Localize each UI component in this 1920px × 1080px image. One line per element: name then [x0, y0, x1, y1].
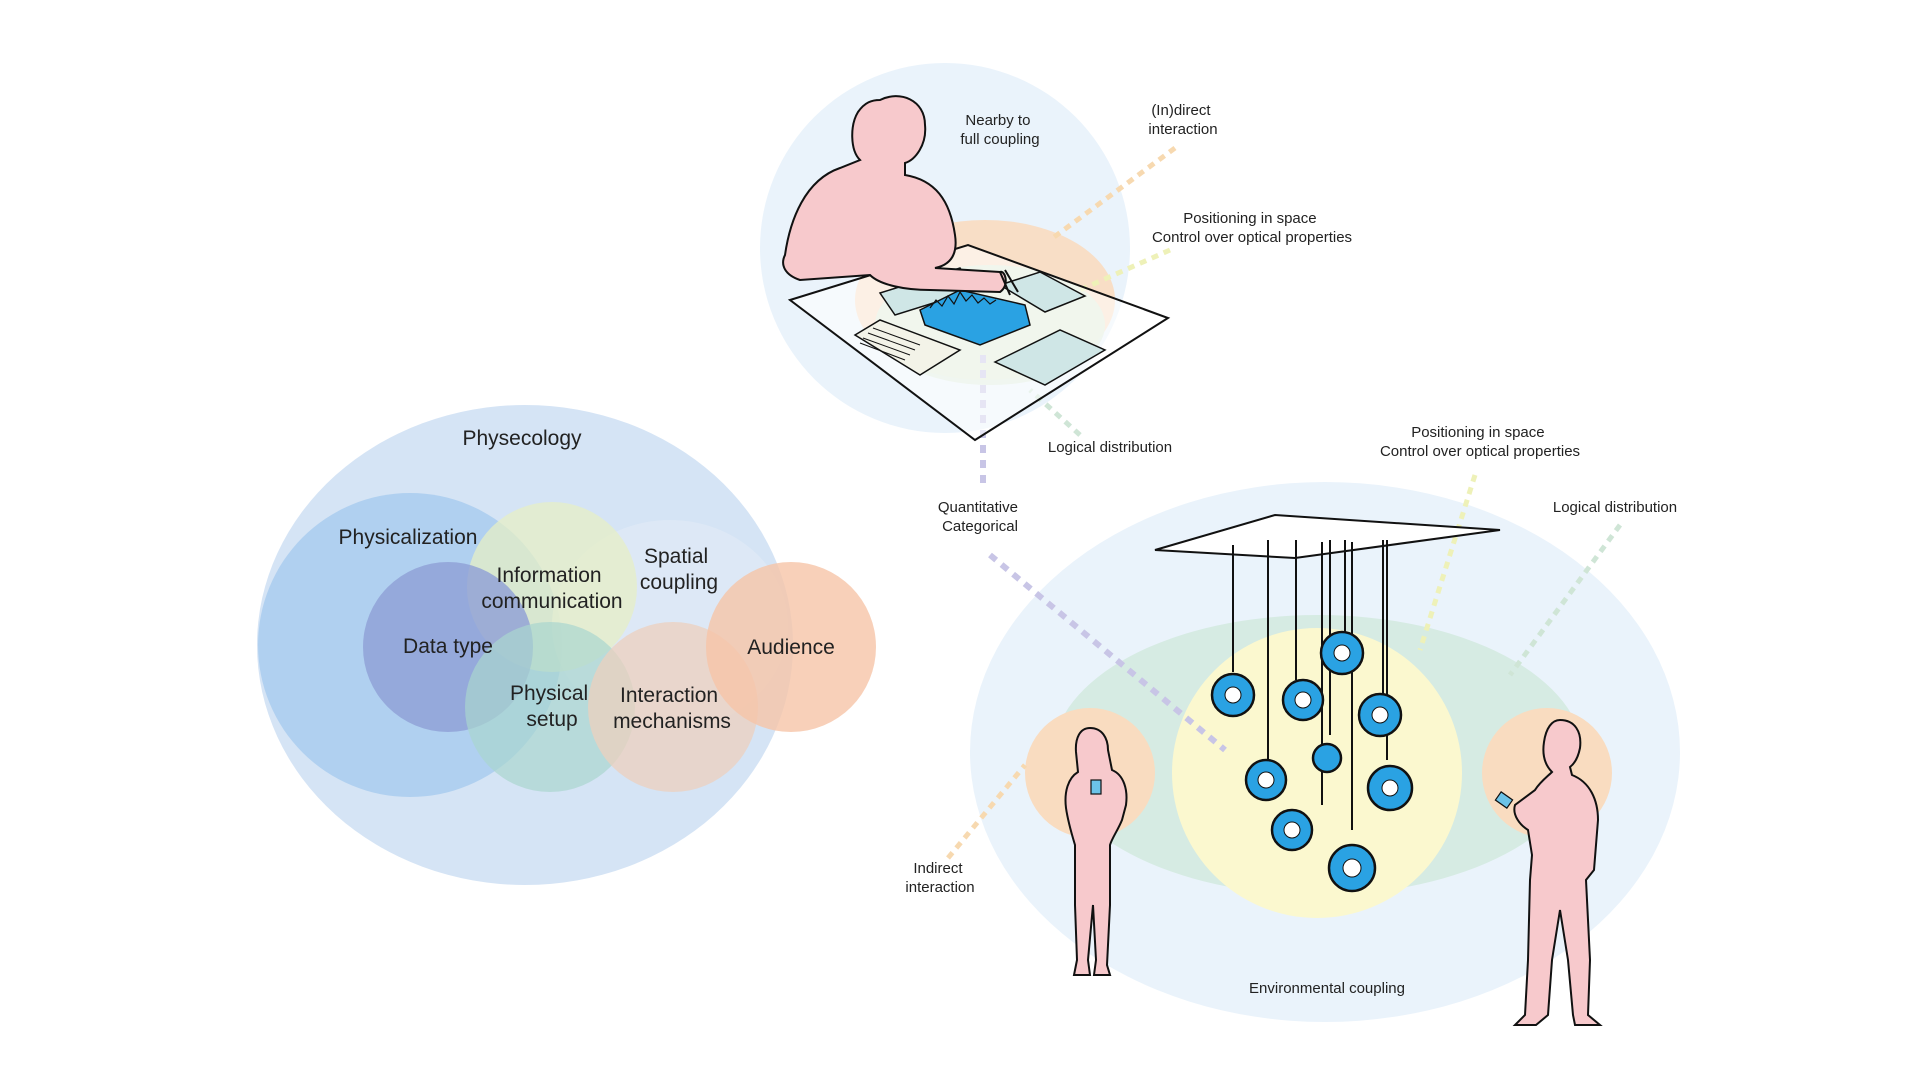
ceiling-frame [1154, 513, 1501, 560]
physical-setup-label: Physical setup [510, 682, 594, 731]
bottom-logical-distribution-label: Logical distribution [1553, 499, 1677, 516]
venn-diagram: Physecology Physicalization Data type In… [257, 405, 876, 885]
physicalization-label: Physicalization [339, 526, 478, 549]
interaction-mechanisms-label: Interaction mechanisms [613, 684, 731, 733]
tile-top-right [998, 271, 1087, 313]
bottom-positioning-label: Positioning in space Control over optica… [1380, 424, 1580, 460]
phone-icon [1494, 791, 1514, 809]
dashed-line-positioning [1078, 247, 1172, 293]
audience-circle [706, 562, 876, 732]
dashed-line-bottom-positioning [1417, 474, 1478, 651]
physecology-label: Physecology [462, 427, 582, 450]
disc [1311, 742, 1343, 774]
audience-label: Audience [747, 636, 835, 659]
standing-woman [1064, 726, 1128, 976]
information-communication-label: Information communication [481, 564, 622, 613]
table-scene: Nearby to full coupling (In)direct inter… [760, 63, 1352, 490]
environmental-coupling-label: Environmental coupling [1249, 980, 1405, 997]
top-positioning-label: Positioning in space Control over optica… [1152, 210, 1352, 246]
positioning-zone [1172, 628, 1462, 918]
standing-man [1512, 718, 1603, 1026]
dashed-line-bottom-logical [1507, 523, 1623, 677]
indirect-interaction-label: Indirect interaction [905, 860, 974, 896]
tile-bottom-right [993, 329, 1107, 386]
disc-set [1210, 630, 1414, 893]
top-logical-distribution-label: Logical distribution [1048, 439, 1172, 456]
spatial-coupling-label: Spatial coupling [640, 545, 718, 594]
seated-person [782, 95, 1007, 294]
physical-setup-circle [465, 622, 635, 792]
nearby-coupling-label: Nearby to full coupling [960, 112, 1039, 148]
phone-icon [1090, 779, 1102, 795]
data-type-label: Data type [403, 635, 493, 658]
ceiling-scene: Quantitative Categorical Positioning in … [905, 424, 1680, 1026]
dashed-line-quantitative [988, 552, 1227, 753]
quantitative-categorical-label: Quantitative Categorical [938, 499, 1022, 535]
in-direct-interaction-label: (In)direct interaction [1148, 102, 1217, 138]
